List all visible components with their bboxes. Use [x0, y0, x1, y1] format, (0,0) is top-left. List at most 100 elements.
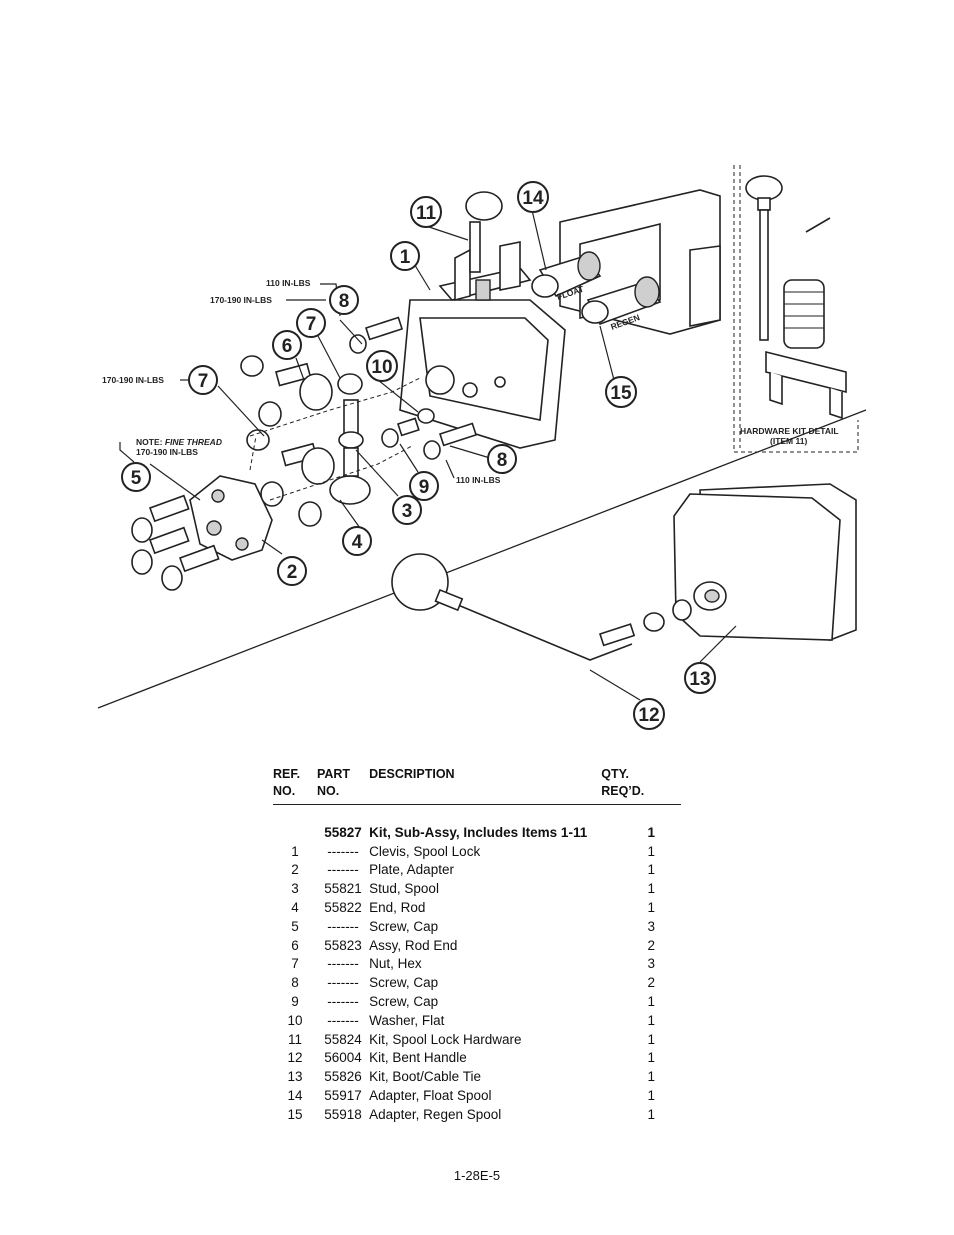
svg-text:12: 12	[638, 705, 659, 726]
callout-7-upper: 7	[296, 308, 326, 338]
cell-qty: 2	[647, 975, 655, 991]
cell-qty: 1	[647, 881, 655, 897]
header-ref: REF.NO.	[273, 766, 317, 805]
svg-text:1: 1	[400, 247, 411, 268]
callout-12: 12	[633, 698, 665, 730]
table-row: 9 ------- Screw, Cap 1	[273, 993, 681, 1012]
table-row: 14 55917 Adapter, Float Spool 1	[273, 1087, 681, 1106]
cell-ref: 14	[287, 1087, 303, 1103]
cell-description: Stud, Spool	[369, 881, 439, 897]
cell-qty: 1	[647, 899, 655, 915]
cell-qty: 3	[647, 956, 655, 972]
cell-description: Screw, Cap	[369, 975, 439, 991]
cell-description: Screw, Cap	[369, 918, 439, 934]
cell-qty: 1	[647, 993, 655, 1009]
cell-ref: 1	[291, 843, 299, 859]
torque-label-110-top: 110 IN-LBS	[266, 278, 311, 288]
cell-qty: 1	[647, 1106, 655, 1122]
cell-ref: 10	[287, 1012, 303, 1028]
cell-ref: 3	[291, 881, 299, 897]
hardware-kit-parts	[745, 175, 847, 420]
cell-ref: 8	[291, 975, 299, 991]
svg-text:15: 15	[610, 383, 632, 404]
callout-6: 6	[272, 330, 302, 360]
note-fine-thread: NOTE: FINE THREAD	[136, 437, 222, 447]
assembly-line-1	[249, 377, 421, 437]
cap-screws	[131, 494, 220, 591]
callout-1: 1	[390, 241, 420, 271]
svg-text:4: 4	[352, 532, 363, 553]
assembly-line-2	[269, 445, 413, 501]
callout-9: 9	[409, 471, 439, 501]
cell-qty: 1	[647, 1087, 655, 1103]
cell-part: -------	[327, 956, 359, 972]
cell-part: 55917	[324, 1087, 362, 1103]
cell-description: Kit, Boot/Cable Tie	[369, 1069, 481, 1085]
cell-description: Assy, Rod End	[369, 937, 458, 953]
svg-text:14: 14	[522, 188, 544, 209]
cell-part: -------	[327, 975, 359, 991]
bent-handle	[391, 553, 636, 661]
cell-description: Nut, Hex	[369, 956, 422, 972]
cell-ref: 2	[291, 862, 299, 878]
cell-ref: 9	[291, 993, 299, 1009]
spool-lock-clevis	[399, 191, 566, 449]
cell-qty: 2	[647, 937, 655, 953]
callout-5: 5	[121, 462, 151, 492]
header-description: DESCRIPTION	[369, 766, 602, 805]
cell-description: Screw, Cap	[369, 993, 439, 1009]
cell-part: -------	[327, 918, 359, 934]
svg-text:7: 7	[198, 371, 209, 392]
cell-part: 55821	[324, 881, 362, 897]
table-row-kit: 55827 Kit, Sub-Assy, Includes Items 1-11…	[273, 824, 681, 843]
cell-part: 55918	[324, 1106, 362, 1122]
header-qty: QTY.REQ’D.	[601, 766, 681, 805]
cell-part: -------	[327, 993, 359, 1009]
svg-text:8: 8	[497, 450, 508, 471]
cell-part: -------	[327, 843, 359, 859]
cell-ref: 12	[287, 1050, 303, 1066]
diagram-baseline	[97, 409, 867, 709]
cell-part: -------	[327, 1012, 359, 1028]
cell-ref: 13	[287, 1069, 303, 1085]
cell-ref: 6	[291, 937, 299, 953]
cell-description: Kit, Bent Handle	[369, 1050, 467, 1066]
cell-qty: 1	[647, 1050, 655, 1066]
svg-text:6: 6	[282, 336, 293, 357]
cell-qty: 1	[647, 824, 655, 840]
callout-8-lower: 8	[487, 444, 517, 474]
callout-2: 2	[277, 556, 307, 586]
cell-description: End, Rod	[369, 899, 426, 915]
boot	[643, 483, 857, 641]
cell-ref: 7	[291, 956, 299, 972]
callout-8-upper: 8	[329, 285, 359, 315]
callout-11: 11	[410, 196, 442, 228]
torque-label-110-bottom: 110 IN-LBS	[456, 475, 501, 485]
svg-text:13: 13	[689, 669, 710, 690]
adapter-plate	[189, 475, 273, 561]
cell-part: 55824	[324, 1031, 362, 1047]
hardware-kit-frame	[733, 165, 859, 453]
cell-ref: 15	[287, 1106, 303, 1122]
cell-description: Plate, Adapter	[369, 862, 454, 878]
table-row: 8 ------- Screw, Cap 2	[273, 974, 681, 993]
callout-15: 15	[605, 376, 637, 408]
torque-label-170-left: 170-190 IN-LBS	[102, 375, 164, 385]
callout-3: 3	[392, 495, 422, 525]
small-screws	[349, 316, 478, 460]
leader-lines	[119, 209, 737, 701]
regen-adapter	[581, 276, 662, 325]
cell-ref: 5	[291, 918, 299, 934]
cell-qty: 1	[647, 843, 655, 859]
cell-description: Adapter, Float Spool	[369, 1087, 492, 1103]
